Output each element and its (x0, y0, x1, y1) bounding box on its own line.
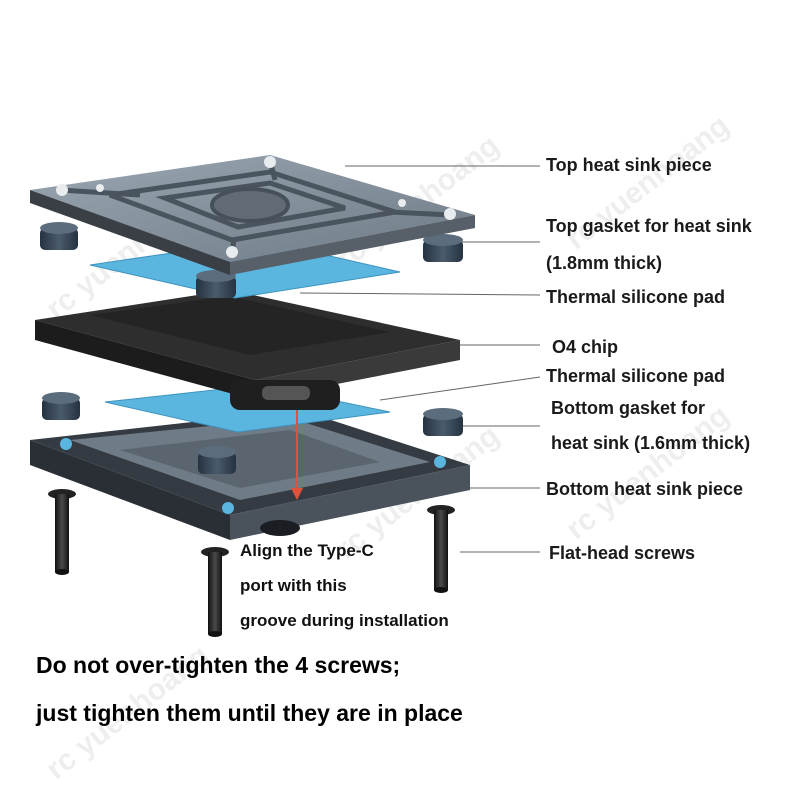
warning-line2: just tighten them until they are in plac… (36, 700, 463, 726)
label-top-gasket-line1: Top gasket for heat sink (546, 216, 752, 236)
screw (48, 489, 76, 575)
o4-chip (35, 290, 460, 410)
top-heat-sink-piece (30, 155, 475, 275)
bottom-heat-sink-piece (30, 410, 470, 540)
screw (201, 547, 229, 637)
alignment-arrow (291, 410, 303, 500)
installation-note-line3: groove during installation (240, 611, 449, 630)
flat-head-screws (48, 489, 455, 637)
label-flat-head-screws: Flat-head screws (549, 543, 696, 563)
top-gaskets (40, 222, 463, 298)
label-bottom-gasket-line1: Bottom gasket for (551, 398, 706, 418)
installation-note-line2: port with this (240, 576, 347, 595)
label-top-gasket-line2: (1.8mm thick) (546, 253, 663, 273)
label-thermal-silicone-pad-top: Thermal silicone pad (546, 287, 726, 307)
warning-line1: Do not over-tighten the 4 screws; (36, 652, 401, 678)
label-thermal-silicone-pad-bottom: Thermal silicone pad (546, 366, 726, 386)
bottom-gaskets (42, 392, 463, 474)
installation-note-line1: Align the Type-C (240, 541, 374, 560)
label-o4-chip: O4 chip (552, 337, 619, 357)
label-bottom-heat-sink-piece: Bottom heat sink piece (546, 479, 744, 499)
label-top-heat-sink-piece: Top heat sink piece (546, 155, 712, 175)
label-bottom-gasket-line2: heat sink (1.6mm thick) (551, 433, 751, 453)
screw (427, 505, 455, 593)
